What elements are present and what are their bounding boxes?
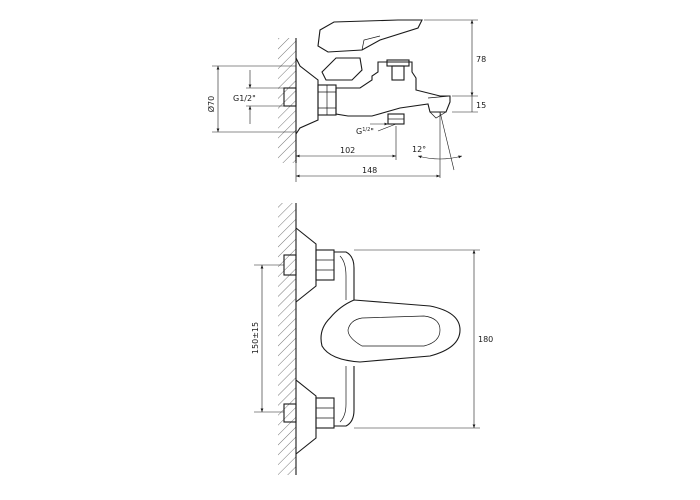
wall-hatch-front	[278, 203, 296, 475]
dim-height-label: 78	[476, 55, 486, 64]
rosette-side	[295, 57, 319, 135]
faucet-body-side	[335, 61, 451, 117]
dim-spout-label: 15	[476, 101, 486, 110]
dim-width-label: 180	[478, 335, 493, 344]
dim-total-depth-label: 148	[362, 166, 377, 175]
side-view: Ø70 G1/2" 78 15 G1/2" 102 12° 148	[206, 19, 486, 182]
body-lower-curve	[334, 366, 355, 427]
lower-inlet-stub	[283, 403, 297, 423]
diverter-cap	[386, 59, 410, 67]
lever-handle-front	[320, 299, 461, 363]
wall-hatch-top	[278, 38, 296, 163]
dim-shower-thread-label: G1/2"	[356, 127, 374, 136]
lower-hex-nut	[315, 397, 335, 429]
lower-rosette-front	[295, 379, 317, 455]
dim-diameter-label: Ø70	[206, 96, 216, 112]
dim-thread-label: G1/2"	[233, 94, 256, 103]
front-view: 150±15 180	[251, 203, 493, 475]
upper-hex-nut	[315, 249, 335, 281]
cartridge-housing	[321, 57, 363, 81]
inlet-stub-side	[283, 87, 297, 107]
lever-handle-side	[317, 19, 423, 53]
dim-centers-label: 150±15	[251, 322, 260, 354]
dim-offset-label: 102	[340, 146, 355, 155]
body-upper-curve	[334, 251, 355, 300]
dim-angle-label: 12°	[412, 145, 426, 154]
diverter-stem	[391, 65, 405, 81]
lever-inner-outline	[347, 315, 441, 347]
upper-rosette-front	[295, 227, 317, 303]
